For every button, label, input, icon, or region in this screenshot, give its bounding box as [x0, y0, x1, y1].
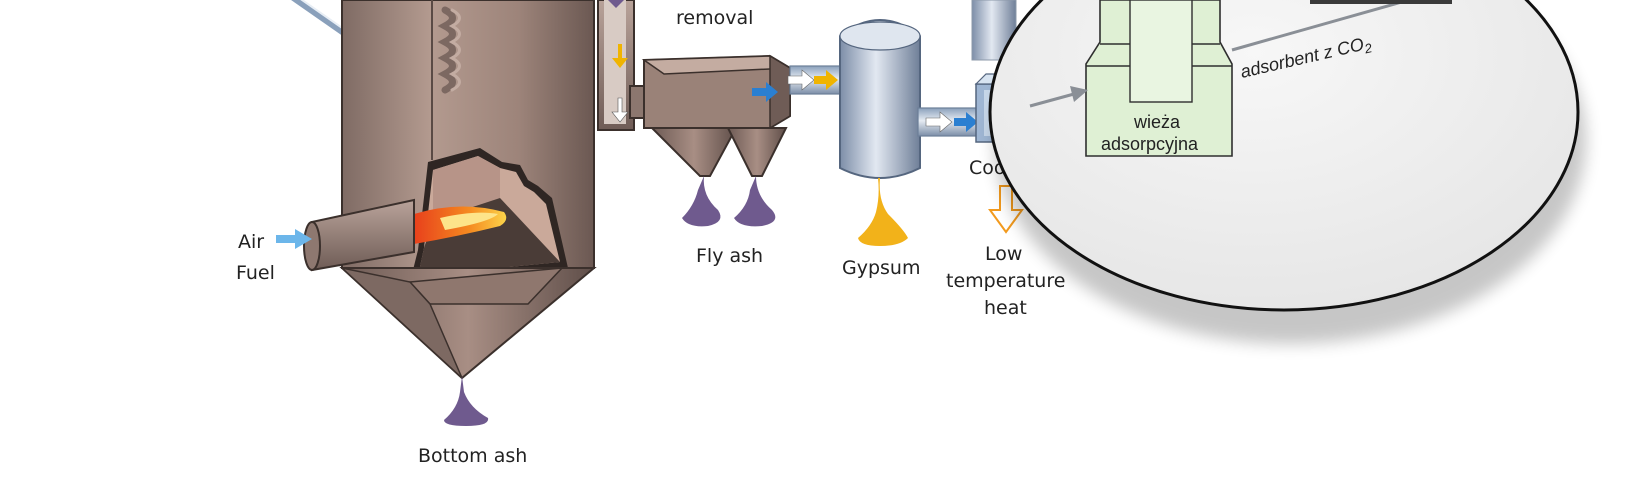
adsorption-tower: wieża adsorpcyjna: [1085, 0, 1233, 157]
air-label: Air: [238, 231, 264, 253]
bottom-ash-pile: [444, 376, 489, 426]
low-temp-label-line3: heat: [984, 297, 1027, 319]
yellow-down-arrow-icon: [612, 44, 628, 68]
fly-ash-filter: [629, 54, 793, 177]
burner-inlet: [303, 198, 415, 272]
low-temp-label-line1: Low: [985, 243, 1022, 265]
upper-equipment-block: [1310, 0, 1452, 4]
fly-ash-pile-left: [682, 176, 721, 227]
low-temp-label-line2: temperature: [946, 270, 1065, 292]
removal-label: removal: [676, 7, 753, 29]
white-right-arrow-icon: [787, 69, 815, 91]
fly-ash-label: Fly ash: [696, 245, 763, 267]
boiler: [339, 0, 597, 380]
white-right-arrow-icon-2: [925, 111, 953, 133]
tower-label-line1: wieża: [1133, 112, 1181, 132]
heat-exchanger-coils: [437, 6, 461, 94]
removal-duct: [597, 0, 635, 131]
gypsum-label: Gypsum: [842, 257, 920, 279]
yellow-right-arrow-icon: [814, 70, 838, 90]
bottom-ash-label: Bottom ash: [418, 445, 527, 467]
air-arrow-icon: [276, 229, 312, 249]
white-down-arrow-icon: [611, 97, 629, 123]
gypsum-pile: [858, 178, 908, 246]
desulfurization-scrubber: [839, 19, 921, 179]
blue-right-arrow-icon-2: [954, 112, 978, 132]
blue-right-arrow-icon: [752, 82, 778, 102]
gas-inlet-arrow-icon: [1029, 86, 1088, 108]
tower-label-line2: adsorpcyjna: [1101, 134, 1199, 154]
fuel-label: Fuel: [236, 262, 275, 284]
zoom-inset: wieża adsorpcyjna adsorbent z CO2: [988, 0, 1586, 344]
fly-ash-pile-right: [734, 176, 776, 227]
